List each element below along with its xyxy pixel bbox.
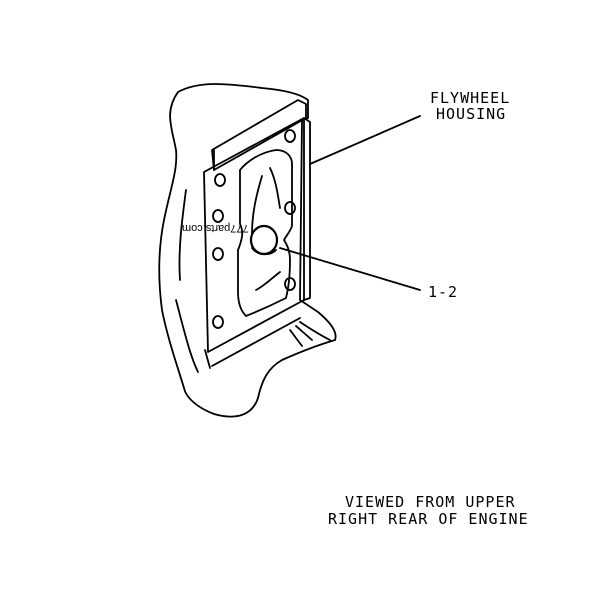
access-opening [237,149,293,317]
face-right-edge [303,117,311,301]
leader-line-plug [279,247,421,291]
housing-outline [158,83,337,418]
bolt-hole [284,129,296,143]
bolt-hole [212,315,224,329]
watermark: 777parts.com [182,222,249,234]
bolt-hole [212,209,224,223]
part-label-line1: FLYWHEEL [430,89,511,107]
view-note-line2: RIGHT REAR OF ENGINE [328,510,529,528]
bolt-hole [212,247,224,261]
callout-ref-label: 1-2 [428,283,459,301]
bolt-hole [284,201,296,215]
bolt-hole [214,173,226,187]
view-note-line1: VIEWED FROM UPPER [345,493,516,511]
bolt-hole [284,277,296,291]
part-label-line2: HOUSING [436,105,507,123]
plug [249,224,279,256]
leader-line-housing [309,115,421,165]
